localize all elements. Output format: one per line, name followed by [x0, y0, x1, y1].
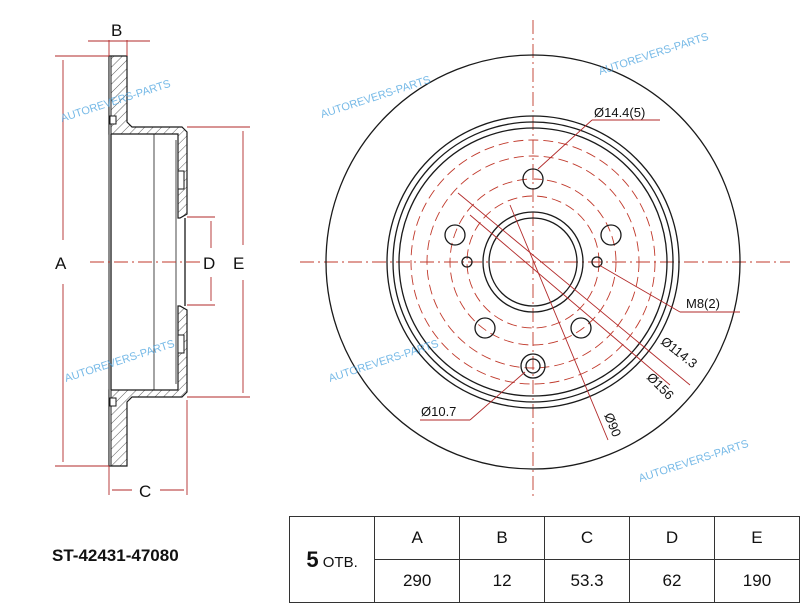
- callout-bolt-hole: Ø14.4(5): [594, 105, 645, 120]
- value-e: 190: [713, 559, 800, 603]
- header-b: B: [459, 516, 545, 560]
- header-e: E: [713, 516, 800, 560]
- value-d: 62: [629, 559, 715, 603]
- callout-center: Ø90: [601, 411, 624, 439]
- disc-section-top: [108, 55, 188, 219]
- watermark-logo: AUTOREVERS-PARTS: [63, 338, 176, 385]
- side-view: B A D E C: [55, 21, 250, 501]
- value-b: 12: [459, 559, 545, 603]
- callout-thread: M8(2): [686, 296, 720, 311]
- center-bore: [488, 217, 578, 307]
- dimensions-table: 5 ОТВ. A B C D E 290 12 53.3 62 190: [288, 516, 800, 603]
- callout-pcd: Ø114.3: [658, 334, 700, 371]
- label-e: E: [233, 254, 244, 273]
- label-a: A: [55, 254, 67, 273]
- value-a: 290: [374, 559, 461, 603]
- watermark-logo: AUTOREVERS-PARTS: [327, 338, 440, 385]
- watermark-logo: AUTOREVERS-PARTS: [319, 74, 432, 121]
- header-a: A: [374, 516, 461, 560]
- holes-count: 5: [306, 546, 319, 572]
- label-b: B: [111, 21, 122, 40]
- callout-hat: Ø156: [644, 370, 677, 403]
- holes-label: ОТВ.: [322, 553, 358, 571]
- watermark-logo: AUTOREVERS-PARTS: [637, 438, 750, 485]
- disc-section-bottom: [108, 305, 188, 467]
- hub-ring: [482, 211, 584, 313]
- watermark-logo: AUTOREVERS-PARTS: [597, 31, 710, 78]
- value-c: 53.3: [543, 559, 631, 603]
- label-c: C: [139, 482, 151, 501]
- callout-small-hole: Ø10.7: [421, 404, 456, 419]
- label-d: D: [203, 254, 215, 273]
- header-c: C: [543, 516, 631, 560]
- bolt-holes: [444, 168, 622, 379]
- holes-count-cell: 5 ОТВ.: [288, 516, 376, 603]
- part-number: ST-42431-47080: [52, 546, 179, 565]
- header-d: D: [629, 516, 715, 560]
- disc-outer-edge: [325, 54, 741, 470]
